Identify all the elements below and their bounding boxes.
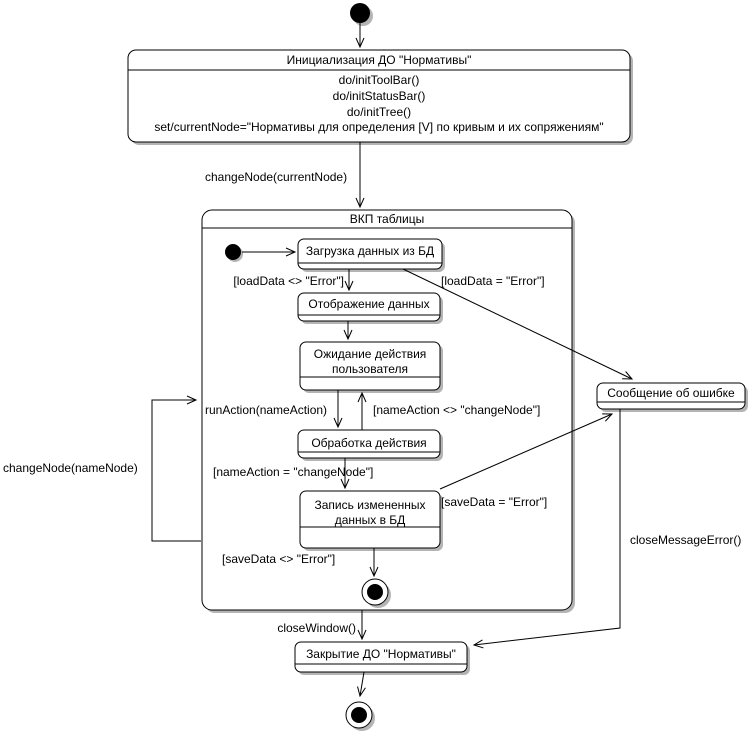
init-action-statusbar: do/initStatusBar() [333, 89, 426, 103]
label-change-node-current: changeNode(currentNode) [205, 170, 347, 184]
transition-error-to-close [472, 409, 621, 649]
display-state-box [297, 292, 441, 322]
transition-load-to-error [402, 268, 634, 380]
inner-initial-state-icon [225, 244, 241, 260]
label-save-ok: [saveData <> "Error"] [222, 552, 335, 566]
init-action-toolbar: do/initToolBar() [339, 73, 420, 87]
error-state-title: Сообщение об ошибке [607, 386, 735, 400]
final-state-dot [351, 707, 367, 723]
initial-state-icon [350, 3, 370, 23]
label-name-action-neq: [nameAction <> "changeNode"] [373, 403, 540, 417]
transition-composite-self-change-node [151, 395, 201, 542]
inner-final-state-dot [367, 584, 383, 600]
load-state-title: Загрузка данных из БД [306, 244, 434, 258]
init-state-title: Инициализация ДО "Нормативы" [287, 53, 472, 67]
process-state-box [297, 429, 441, 459]
composite-state-box [201, 209, 573, 611]
process-state-title: Обработка действия [311, 436, 426, 450]
label-load-error: [loadData = "Error"] [441, 274, 545, 288]
label-run-action: runAction(nameAction) [205, 403, 327, 417]
wait-state-box [299, 341, 441, 391]
init-action-tree: do/initTree() [347, 105, 411, 119]
wait-state-title-line2: пользователя [332, 362, 408, 376]
wait-state-title-line1: Ожидание действия [314, 347, 427, 361]
label-close-window: closeWindow() [277, 621, 356, 635]
init-state-box [127, 49, 631, 143]
label-save-error: [saveData = "Error"] [441, 495, 547, 509]
save-state-title-line2: данных в БД [335, 513, 406, 527]
save-state-title-line1: Запись измененных [314, 498, 425, 512]
label-change-node-name: changeNode(nameNode) [3, 461, 138, 475]
composite-state-title: ВКП таблицы [350, 212, 425, 226]
load-state-box [297, 238, 443, 270]
label-name-action-eq: [nameAction = "changeNode"] [213, 465, 373, 479]
transition-save-to-error [439, 413, 614, 490]
display-state-title: Отображение данных [308, 297, 429, 311]
close-state-title: Закрытие ДО "Нормативы" [306, 647, 456, 661]
save-state-box [299, 490, 441, 549]
label-load-ok: [loadData <> "Error"] [233, 274, 344, 288]
init-action-setnode: set/currentNode="Нормативы для определен… [154, 120, 603, 134]
transition-close-to-final [357, 671, 366, 698]
label-close-message-error: closeMessageError() [630, 533, 741, 547]
